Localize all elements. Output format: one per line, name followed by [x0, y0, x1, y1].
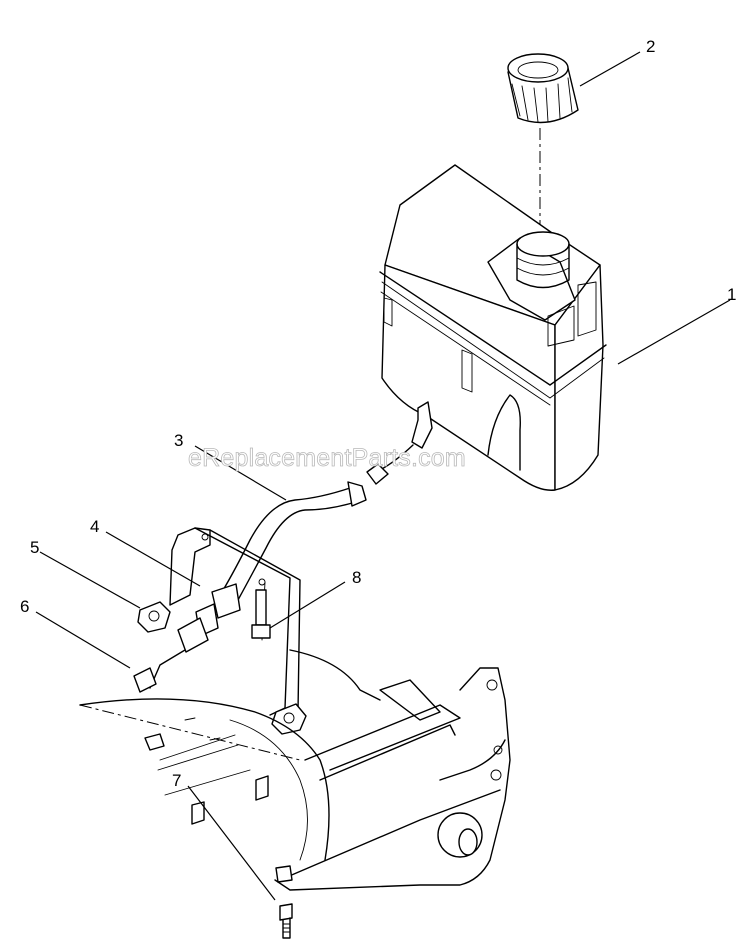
machine-frame [79, 649, 511, 939]
fuel-tank [379, 164, 607, 491]
callout-2: 2 [646, 37, 655, 56]
callout-4: 4 [90, 517, 99, 536]
callout-3: 3 [174, 431, 183, 450]
callout-5: 5 [30, 538, 39, 557]
fuel-line [133, 444, 414, 693]
callout-6: 6 [20, 597, 29, 616]
watermark-text: eReplacementParts.com [188, 444, 466, 472]
fuel-cap [507, 53, 579, 124]
tank-bracket [137, 527, 307, 735]
callout-1: 1 [727, 285, 736, 304]
callout-7: 7 [172, 771, 181, 790]
leader-lines [35, 51, 731, 901]
callout-8: 8 [352, 568, 361, 587]
